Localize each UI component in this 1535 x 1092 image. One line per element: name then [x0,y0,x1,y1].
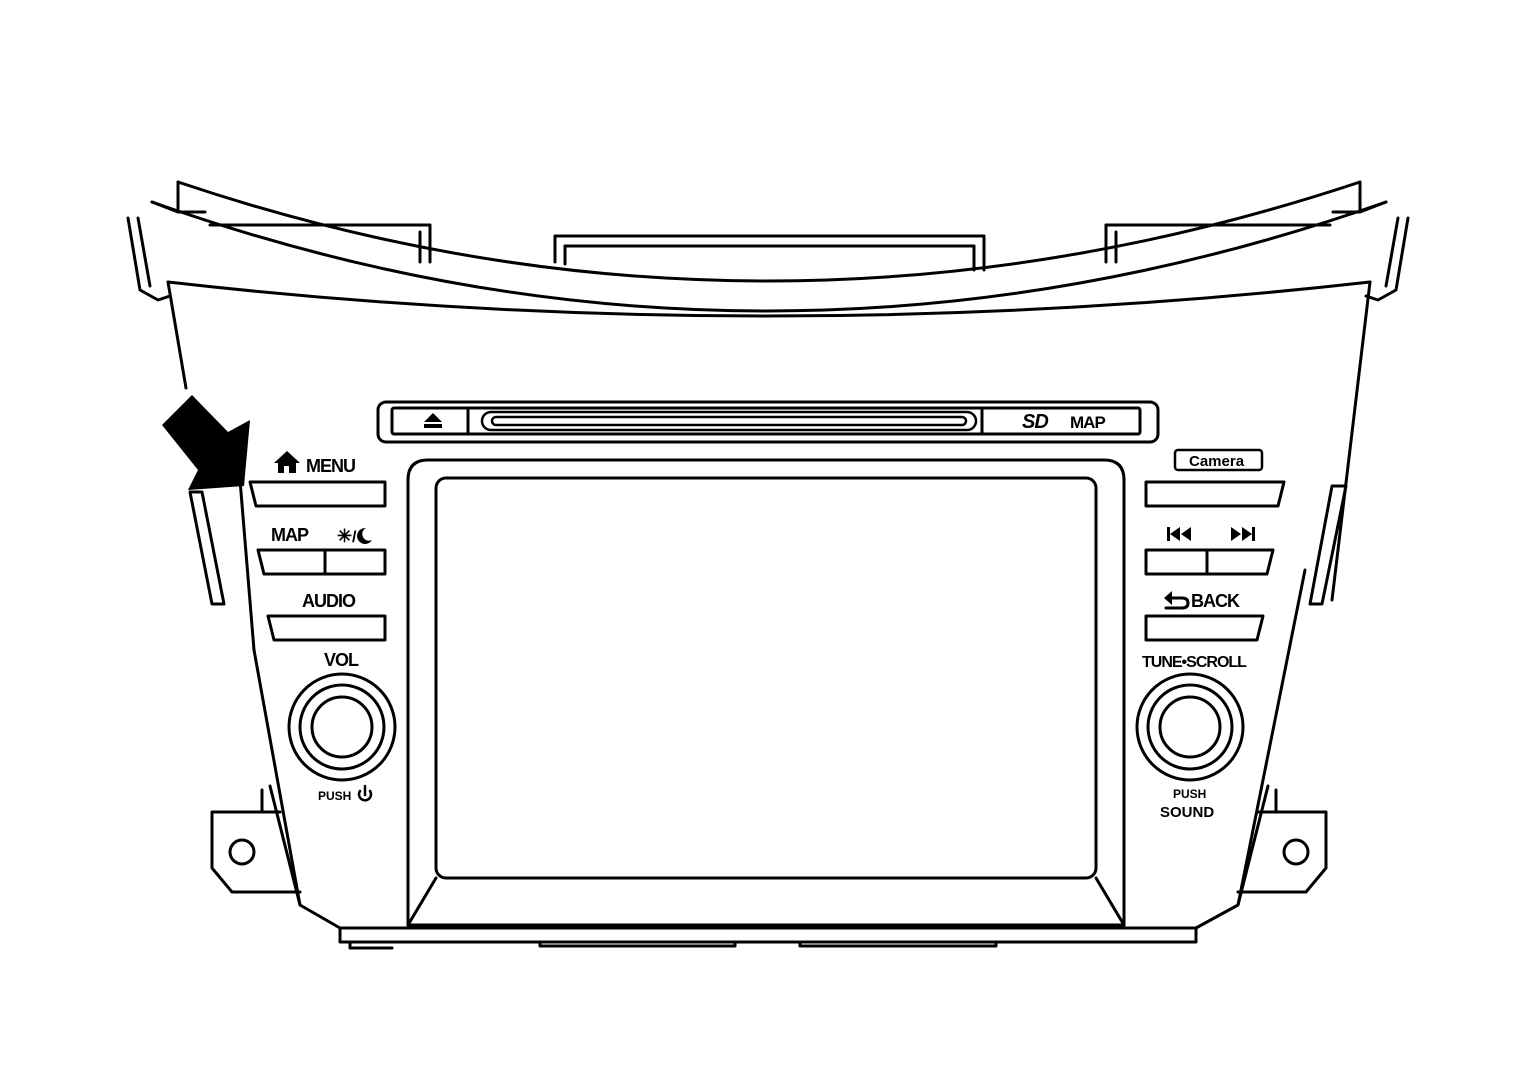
tune-scroll-label: TUNE•SCROLL [1142,654,1247,671]
skip-forward-icon [1231,527,1255,541]
top-bezel [126,180,1410,318]
touch-screen[interactable] [434,476,1098,880]
tune-scroll-knob[interactable]: TUNE•SCROLL [1135,654,1248,782]
map-button[interactable]: MAP [256,525,327,576]
sd-logo: SD [1022,411,1048,433]
svg-text:/: / [352,529,357,546]
home-icon [274,451,300,473]
audio-button[interactable]: AUDIO [266,591,387,642]
eject-button[interactable] [424,413,442,428]
eject-icon-bar [424,424,442,428]
prev-track-button[interactable] [1144,527,1209,576]
eject-icon [424,413,442,422]
left-mounting-ear [210,784,302,907]
disc-slot [480,410,978,432]
sound-label: SOUND [1160,804,1214,821]
sd-map-label: MAP [1070,413,1105,432]
menu-label: MENU [306,456,355,476]
faceplate [166,280,1372,950]
side-ribs [188,484,1348,606]
svg-text:✳: ✳ [337,526,352,546]
camera-label: Camera [1189,453,1245,470]
back-arrow-icon [1164,591,1190,610]
right-mounting-ear [1236,784,1328,907]
slot-bar [376,400,1160,444]
display [406,458,1126,927]
sd-map-slot[interactable]: SD MAP [1022,411,1106,433]
mounting-tabs [208,223,1332,272]
next-track-button[interactable] [1205,527,1275,576]
push-power-label: PUSH [318,789,351,803]
map-button-label: MAP [271,525,309,545]
audio-label: AUDIO [302,591,356,611]
push-sound-label: PUSH [1173,787,1206,801]
day-night-icon: ✳ / [337,526,372,546]
skip-back-icon [1167,527,1191,541]
volume-knob[interactable]: VOL [287,650,397,782]
camera-button[interactable]: Camera [1144,448,1286,508]
day-night-button[interactable]: ✳ / [323,526,387,576]
pointer-arrow-icon [162,395,250,490]
sound-label-group: PUSH SOUND [1160,787,1214,821]
power-icon [357,784,373,802]
back-label: BACK [1191,591,1240,611]
power-label-group: PUSH [318,784,373,803]
back-button[interactable]: BACK [1144,591,1265,642]
vol-label: VOL [324,650,359,670]
menu-button[interactable]: MENU [248,451,387,508]
